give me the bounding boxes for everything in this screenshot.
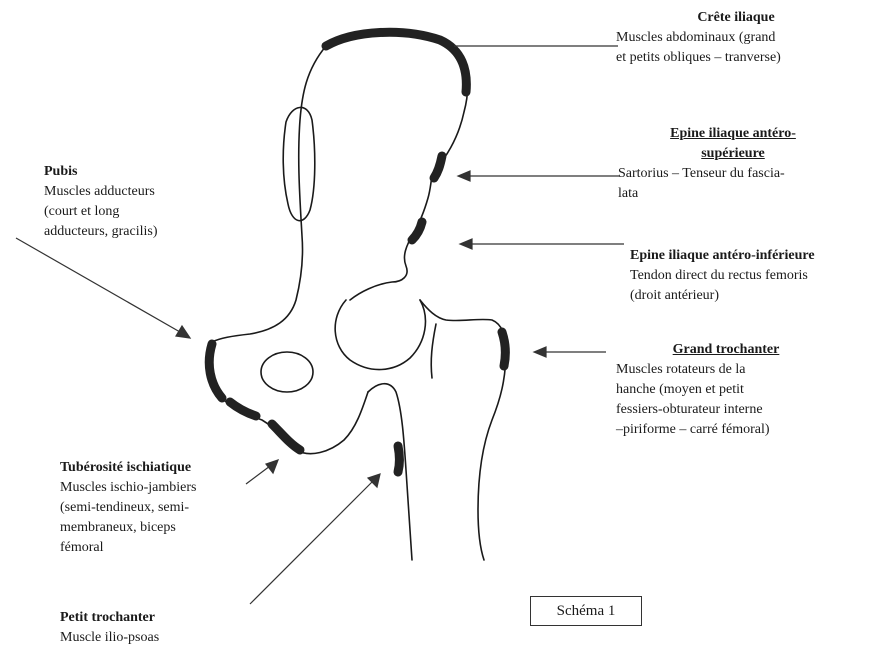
crete-iliaque-title: Crête iliaque	[616, 8, 856, 28]
petit-trochanter-arrow-line	[250, 482, 372, 604]
pubis-arrow-line	[16, 238, 180, 332]
petit-trochanter-mark	[398, 446, 400, 472]
label-epine-antero-inferieure: Epine iliaque antéro-inférieure Tendon d…	[630, 246, 815, 306]
femur-shaft-inner	[368, 384, 412, 560]
label-crete-iliaque: Crête iliaque Muscles abdominaux (grand …	[616, 8, 856, 68]
petit-trochanter-desc: Muscle ilio-psoas	[60, 628, 159, 648]
label-tuberosite-ischiatique: Tubérosité ischiatique Muscles ischio-ja…	[60, 458, 196, 558]
petit-trochanter-arrowhead	[368, 474, 380, 487]
eias-title-line2: supérieure	[618, 144, 848, 164]
iliac-wing-outline	[326, 31, 468, 300]
pubis-arrowhead	[176, 326, 190, 338]
pubis-desc: Muscles adducteurs (court et long adduct…	[44, 182, 158, 242]
eias-arrowhead	[458, 171, 470, 181]
ischial-desc: Muscles ischio-jambiers (semi-tendineux,…	[60, 478, 196, 558]
grand-trochanter-mark	[502, 332, 505, 366]
crete-iliaque-mark	[326, 32, 466, 92]
trochanteric-line	[431, 324, 436, 378]
eiai-title: Epine iliaque antéro-inférieure	[630, 246, 815, 266]
schema-caption-box: Schéma 1	[530, 596, 642, 626]
ischial-title: Tubérosité ischiatique	[60, 458, 196, 478]
crete-iliaque-desc: Muscles abdominaux (grand et petits obli…	[616, 28, 856, 68]
eias-desc: Sartorius – Tenseur du fascia- lata	[618, 164, 848, 204]
ischial-mark-2	[272, 424, 300, 450]
label-epine-antero-superieure: Epine iliaque antéro- supérieure Sartori…	[618, 124, 848, 204]
eiai-mark	[412, 222, 422, 240]
femoral-head-outline	[335, 300, 425, 370]
ischial-arrowhead	[266, 460, 278, 473]
schema-caption: Schéma 1	[557, 603, 616, 619]
pubis-mark	[209, 344, 222, 398]
eiai-desc: Tendon direct du rectus femoris (droit a…	[630, 266, 815, 306]
eias-title-line1: Epine iliaque antéro-	[618, 124, 848, 144]
label-pubis: Pubis Muscles adducteurs (court et long …	[44, 162, 158, 242]
obturator-foramen	[261, 352, 313, 392]
gt-desc: Muscles rotateurs de la hanche (moyen et…	[616, 360, 836, 440]
eias-mark	[434, 156, 442, 178]
pelvic-inner-outline	[212, 46, 326, 342]
gt-title: Grand trochanter	[616, 340, 836, 360]
label-petit-trochanter: Petit trochanter Muscle ilio-psoas	[60, 608, 159, 648]
gt-arrowhead	[534, 347, 546, 357]
label-grand-trochanter: Grand trochanter Muscles rotateurs de la…	[616, 340, 836, 440]
ischial-mark-1	[230, 402, 256, 416]
pubis-title: Pubis	[44, 162, 158, 182]
petit-trochanter-title: Petit trochanter	[60, 608, 159, 628]
eiai-arrowhead	[460, 239, 472, 249]
ischial-arrow-line	[246, 466, 270, 484]
